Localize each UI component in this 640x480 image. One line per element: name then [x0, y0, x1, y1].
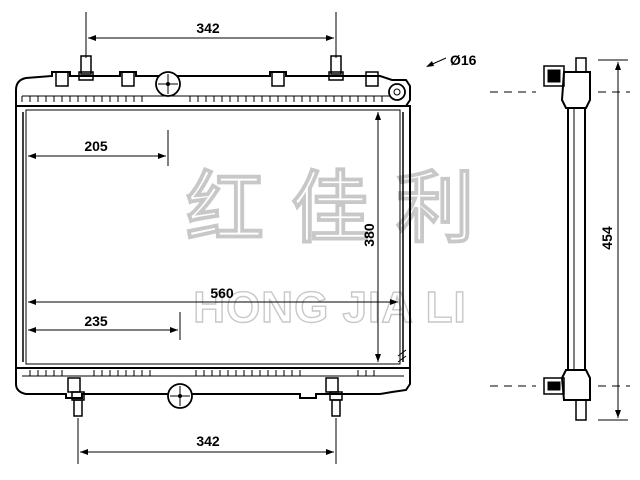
bottom-tank — [15, 367, 411, 417]
dim-pipe-diameter: Ø16 — [450, 52, 477, 68]
vent-pipe — [388, 83, 406, 101]
dim-core-height: 380 — [361, 223, 377, 247]
dim-top-spacing: 342 — [196, 20, 220, 36]
dimension-lines — [28, 12, 628, 464]
watermark-english: HONG JIA LI — [193, 283, 466, 332]
dim-left-port-offset: 205 — [84, 138, 108, 154]
dim-bottom-spacing: 342 — [196, 433, 220, 449]
watermark: 红 佳 利 HONG JIA LI — [185, 163, 475, 332]
dim-overall-height: 454 — [599, 226, 615, 250]
radiator-front-view — [15, 55, 411, 417]
dimension-labels: 342 342 Ø16 205 560 235 380 454 — [84, 20, 615, 449]
dim-core-width: 560 — [210, 285, 234, 301]
top-tank — [15, 55, 411, 107]
dim-lower-port-offset: 235 — [84, 313, 108, 329]
watermark-chinese: 红 佳 利 — [186, 164, 474, 254]
bottom-left-mounting-pin — [71, 391, 85, 417]
bottom-right-mounting-pin — [329, 391, 343, 417]
radiator-side-view — [490, 57, 630, 421]
bottom-outlet-port — [167, 383, 193, 409]
top-inlet-port — [155, 71, 181, 97]
